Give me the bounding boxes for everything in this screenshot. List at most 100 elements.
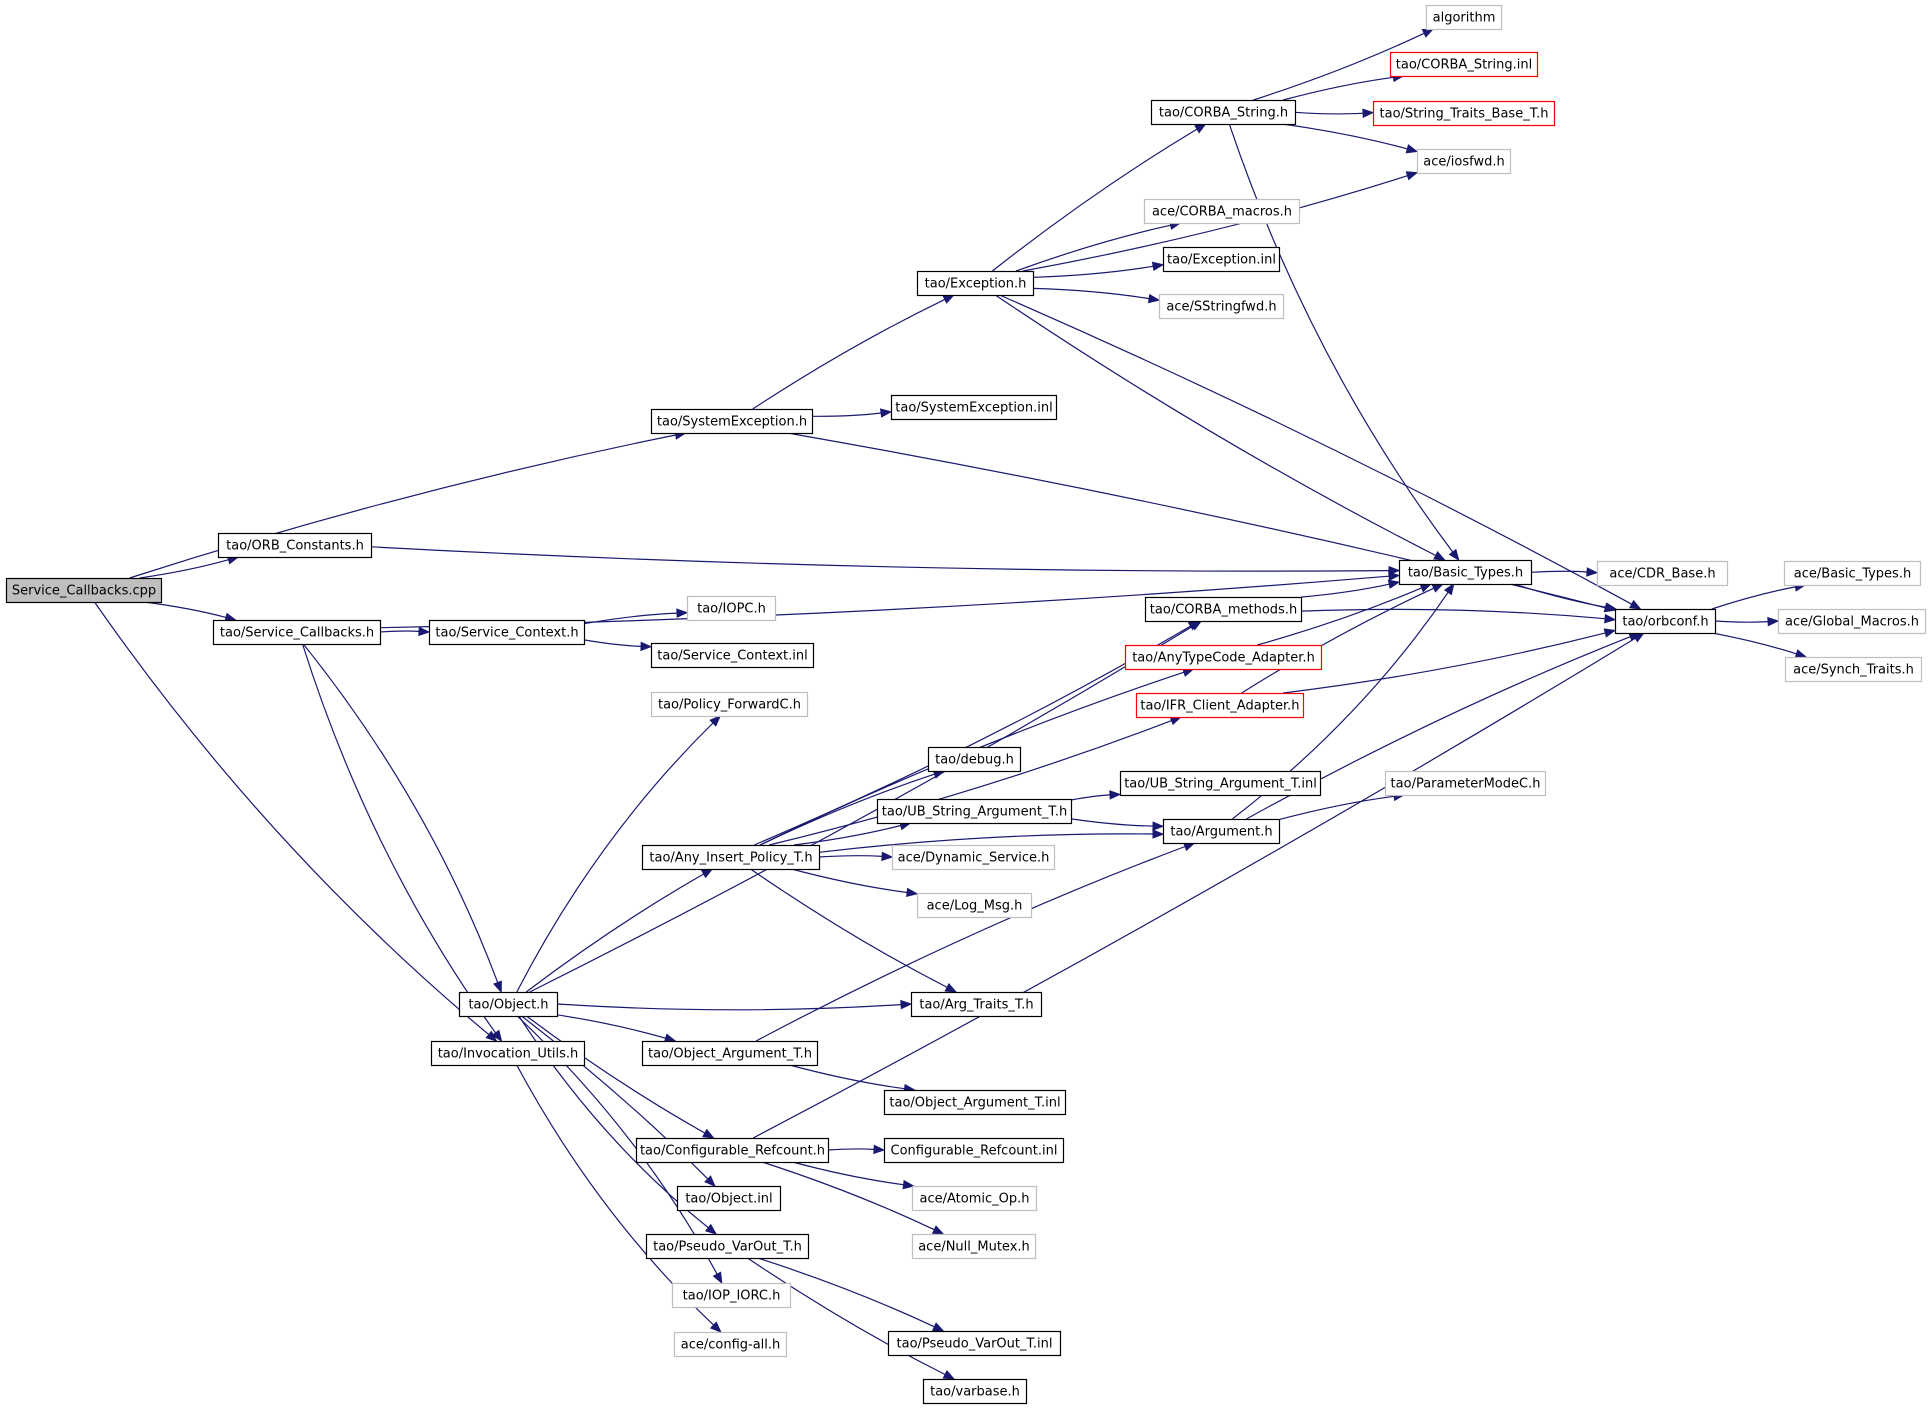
node-box[interactable] — [922, 1378, 1028, 1405]
node-tao-argument-h[interactable]: tao/Argument.h — [1162, 818, 1281, 845]
node-box[interactable] — [887, 1330, 1062, 1357]
node-box — [1384, 770, 1547, 797]
node-tao-exception-inl[interactable]: tao/Exception.inl — [1162, 246, 1281, 273]
node-box[interactable] — [910, 991, 1043, 1018]
node-box[interactable] — [641, 1040, 819, 1067]
node-label: tao/Service_Context.inl — [657, 649, 807, 664]
node-box — [1777, 608, 1927, 635]
arrowhead-icon — [709, 1321, 722, 1333]
node-box[interactable] — [927, 746, 1022, 773]
node-box[interactable] — [1124, 644, 1323, 671]
node-label: tao/UB_String_Argument_T.h — [882, 805, 1067, 820]
node-tao-exception-h[interactable]: tao/Exception.h — [916, 270, 1035, 297]
node-box[interactable] — [1144, 596, 1303, 623]
node-tao-object-h[interactable]: tao/Object.h — [458, 991, 559, 1018]
node-tao-service-context-h[interactable]: tao/Service_Context.h — [428, 619, 586, 646]
edge-line — [994, 294, 1436, 557]
node-tao-pseudo-varout-t-h[interactable]: tao/Pseudo_VarOut_T.h — [645, 1233, 810, 1260]
node-box[interactable] — [645, 1233, 810, 1260]
node-box[interactable] — [212, 619, 382, 646]
node-label: ace/Global_Macros.h — [1785, 615, 1919, 630]
node-tao-corba-string-inl[interactable]: tao/CORBA_String.inl — [1389, 51, 1539, 78]
edge-ubstr_h-to-ubstr_inl — [1070, 790, 1122, 801]
node-tao-ifr-client-adapter-h[interactable]: tao/IFR_Client_Adapter.h — [1135, 692, 1305, 719]
arrowhead-icon — [880, 408, 893, 418]
node-box[interactable] — [430, 1040, 586, 1067]
node-box — [1143, 198, 1301, 225]
node-tao-ub-string-argument-t-inl[interactable]: tao/UB_String_Argument_T.inl — [1119, 770, 1322, 797]
node-configurable-refcount-inl[interactable]: Configurable_Refcount.inl — [883, 1137, 1065, 1164]
arrowhead-icon — [1152, 829, 1165, 839]
node-box[interactable] — [1119, 770, 1322, 797]
node-tao-arg-traits-t-h[interactable]: tao/Arg_Traits_T.h — [910, 991, 1043, 1018]
node-tao-any-insert-policy-t-h[interactable]: tao/Any_Insert_Policy_T.h — [641, 844, 821, 871]
node-box[interactable] — [5, 577, 163, 604]
node-layer: Service_Callbacks.cpp tao/SystemException… — [5, 4, 1927, 1405]
node-tao-corba-string-h[interactable]: tao/CORBA_String.h — [1150, 99, 1297, 126]
node-label: tao/Service_Callbacks.h — [220, 626, 374, 641]
node-box[interactable] — [650, 408, 814, 435]
node-tao-basic-types-h[interactable]: tao/Basic_Types.h — [1398, 559, 1533, 586]
node-tao-service-context-inl[interactable]: tao/Service_Context.inl — [650, 642, 815, 669]
node-box[interactable] — [1614, 608, 1717, 635]
node-tao-systemexception-h[interactable]: tao/SystemException.h — [650, 408, 814, 435]
node-tao-orbconf-h[interactable]: tao/orbconf.h — [1614, 608, 1717, 635]
node-box[interactable] — [916, 270, 1035, 297]
node-box[interactable] — [876, 798, 1073, 825]
node-box[interactable] — [1162, 246, 1281, 273]
node-tao-debug-h[interactable]: tao/debug.h — [927, 746, 1022, 773]
arrowhead-icon — [704, 1223, 718, 1235]
node-tao-ub-string-argument-t-h[interactable]: tao/UB_String_Argument_T.h — [876, 798, 1073, 825]
node-service-callbacks-cpp[interactable]: Service_Callbacks.cpp — [5, 577, 163, 604]
node-tao-object-argument-t-h[interactable]: tao/Object_Argument_T.h — [641, 1040, 819, 1067]
edge-line — [752, 298, 946, 410]
node-box[interactable] — [676, 1185, 782, 1212]
edge-line — [1278, 795, 1395, 821]
edge-line — [1711, 632, 1797, 655]
edge-corbameth_h-to-orbconf_h — [1300, 608, 1617, 624]
node-tao-service-callbacks-h[interactable]: tao/Service_Callbacks.h — [212, 619, 382, 646]
node-box[interactable] — [641, 844, 821, 871]
node-box[interactable] — [883, 1089, 1067, 1116]
node-tao-pseudo-varout-t-inl[interactable]: tao/Pseudo_VarOut_T.inl — [887, 1330, 1062, 1357]
edge-orbconf_h-to-globalmac_h — [1714, 616, 1780, 627]
node-label: tao/Object.inl — [685, 1192, 772, 1207]
arrowhead-icon — [1194, 123, 1207, 134]
node-box[interactable] — [890, 394, 1058, 421]
node-box[interactable] — [635, 1137, 830, 1164]
node-box[interactable] — [458, 991, 559, 1018]
edge-corbastr_h-to-basictypes_h — [1228, 123, 1460, 562]
node-box[interactable] — [1372, 100, 1556, 127]
node-tao-varbase-h[interactable]: tao/varbase.h — [922, 1378, 1028, 1405]
node-tao-object-argument-t-inl[interactable]: tao/Object_Argument_T.inl — [883, 1089, 1067, 1116]
node-box[interactable] — [650, 642, 815, 669]
node-box[interactable] — [217, 532, 373, 559]
edge-line — [583, 639, 642, 647]
node-box[interactable] — [1162, 818, 1281, 845]
node-label: tao/UB_String_Argument_T.inl — [1124, 777, 1317, 792]
node-box[interactable] — [883, 1137, 1065, 1164]
node-box[interactable] — [428, 619, 586, 646]
node-box[interactable] — [1398, 559, 1533, 586]
node-label: tao/Basic_Types.h — [1408, 566, 1523, 581]
node-tao-systemexception-inl[interactable]: tao/SystemException.inl — [890, 394, 1058, 421]
node-tao-corba-methods-h[interactable]: tao/CORBA_methods.h — [1144, 596, 1303, 623]
node-box[interactable] — [1389, 51, 1539, 78]
edge-line — [1283, 632, 1606, 694]
arrowhead-icon — [1632, 632, 1645, 643]
node-tao-string-traits-base-t-h[interactable]: tao/String_Traits_Base_T.h — [1372, 100, 1556, 127]
node-tao-object-inl[interactable]: tao/Object.inl — [676, 1185, 782, 1212]
node-box[interactable] — [1150, 99, 1297, 126]
node-tao-orb-constants-h[interactable]: tao/ORB_Constants.h — [217, 532, 373, 559]
node-tao-invocation-utils-h[interactable]: tao/Invocation_Utils.h — [430, 1040, 586, 1067]
edge-line — [747, 1257, 946, 1376]
edge-line — [556, 1003, 902, 1011]
node-tao-anytypecode-adapter-h[interactable]: tao/AnyTypeCode_Adapter.h — [1124, 644, 1323, 671]
edge-line — [1714, 620, 1769, 623]
node-label: tao/Object_Argument_T.h — [648, 1047, 812, 1062]
edge-svc_cpp-to-sysexc_h — [129, 430, 687, 579]
node-tao-configurable-refcount-h[interactable]: tao/Configurable_Refcount.h — [635, 1137, 830, 1164]
arrowhead-icon — [1586, 567, 1599, 577]
node-label: ace/CDR_Base.h — [1609, 567, 1715, 582]
node-box[interactable] — [1135, 692, 1305, 719]
